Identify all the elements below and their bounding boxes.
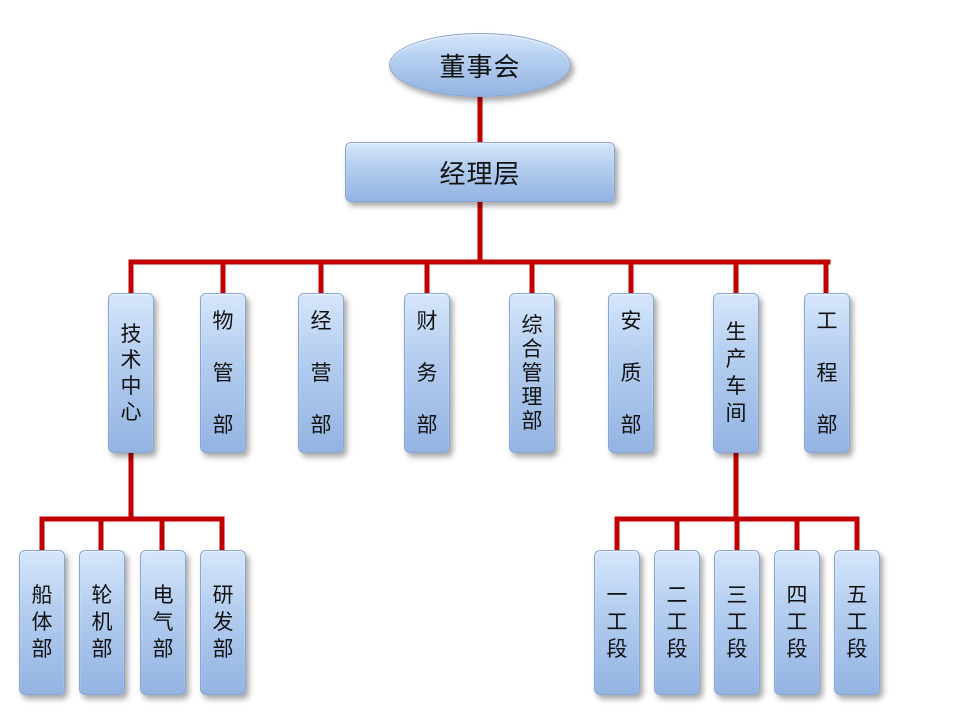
department-finance: 财 务 部 bbox=[404, 293, 450, 453]
workshop-section-3: 三 工 段 bbox=[714, 550, 760, 695]
section-label: 五 工 段 bbox=[846, 583, 868, 661]
department-business: 经 营 部 bbox=[298, 293, 344, 453]
subunit-label: 船 体 部 bbox=[31, 583, 53, 661]
department-label: 综 合 管 理 部 bbox=[521, 313, 543, 433]
subunit-rnd: 研 发 部 bbox=[200, 550, 246, 695]
subunit-label: 研 发 部 bbox=[212, 583, 234, 661]
department-general-management: 综 合 管 理 部 bbox=[509, 293, 555, 453]
department-label: 经 营 部 bbox=[310, 309, 332, 437]
manager-layer-node: 经理层 bbox=[345, 142, 615, 202]
department-tech-center: 技 术 中 心 bbox=[108, 293, 154, 453]
subunit-turbine: 轮 机 部 bbox=[79, 550, 125, 695]
subunit-label: 轮 机 部 bbox=[91, 583, 113, 661]
department-engineering: 工 程 部 bbox=[804, 293, 850, 453]
department-label: 工 程 部 bbox=[816, 309, 838, 437]
section-label: 一 工 段 bbox=[606, 583, 628, 661]
board-of-directors-node: 董事会 bbox=[389, 33, 571, 97]
workshop-section-2: 二 工 段 bbox=[654, 550, 700, 695]
subunit-electric: 电 气 部 bbox=[140, 550, 186, 695]
department-label: 生 产 车 间 bbox=[725, 320, 747, 425]
section-label: 三 工 段 bbox=[726, 583, 748, 661]
department-label: 安 质 部 bbox=[620, 309, 642, 437]
subunit-hull: 船 体 部 bbox=[19, 550, 65, 695]
section-label: 四 工 段 bbox=[786, 583, 808, 661]
workshop-section-5: 五 工 段 bbox=[834, 550, 880, 695]
department-production-workshop: 生 产 车 间 bbox=[713, 293, 759, 453]
department-label: 财 务 部 bbox=[416, 309, 438, 437]
manager-layer-label: 经理层 bbox=[439, 159, 521, 190]
department-label: 技 术 中 心 bbox=[120, 322, 142, 424]
board-of-directors-label: 董事会 bbox=[439, 52, 521, 83]
subunit-label: 电 气 部 bbox=[152, 583, 174, 661]
department-safety-quality: 安 质 部 bbox=[608, 293, 654, 453]
workshop-section-4: 四 工 段 bbox=[774, 550, 820, 695]
section-label: 二 工 段 bbox=[666, 583, 688, 661]
workshop-section-1: 一 工 段 bbox=[594, 550, 640, 695]
department-material: 物 管 部 bbox=[200, 293, 246, 453]
department-label: 物 管 部 bbox=[212, 309, 234, 437]
